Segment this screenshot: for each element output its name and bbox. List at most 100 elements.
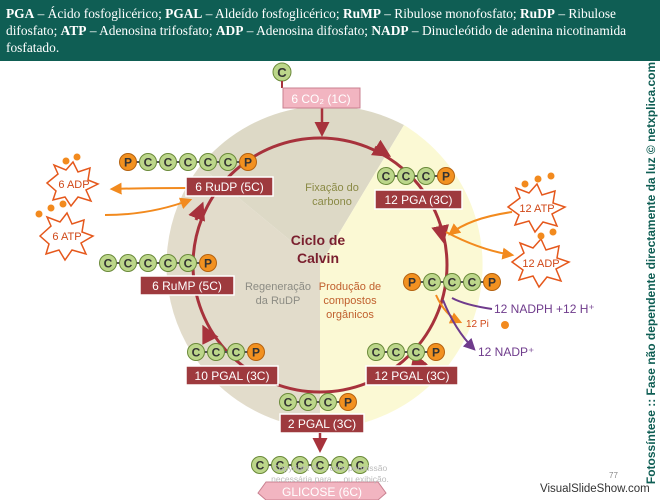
carbon-letter: C [336, 459, 345, 473]
carbon-atom [219, 153, 237, 171]
carbon-letter: C [164, 257, 173, 271]
legend-abbr: NADP [371, 23, 409, 38]
carbon-atom [351, 456, 369, 474]
legend-abbr: RuMP [342, 6, 381, 21]
carbon-atom [319, 393, 337, 411]
carbon-letter: C [402, 170, 411, 184]
legend-desc: – Ribulose monofosfato; [380, 6, 520, 21]
carbon-letter: C [372, 346, 381, 360]
carbon-letter: C [124, 257, 133, 271]
carbon-letter: C [204, 156, 213, 170]
legend-desc: – Ribulose difosfato; [6, 6, 616, 38]
box-rump: 6 RuMP (5C) [139, 275, 235, 296]
nadph-arrow [451, 297, 493, 310]
carbon-atom [199, 153, 217, 171]
box-pga: 12 PGA (3C) [374, 189, 463, 210]
carbon-atom [463, 273, 481, 291]
svg-text:6 ADP: 6 ADP [58, 179, 89, 191]
box-rudp-label: 6 RuDP (5C) [195, 180, 263, 194]
co2-box [282, 87, 361, 109]
svg-text:12 ADP: 12 ADP [522, 258, 559, 270]
adp-out-arrow [109, 182, 191, 195]
carbon-atom [397, 167, 415, 185]
carbon-letter: C [296, 459, 305, 473]
wedge-regeneration [166, 166, 320, 429]
phosphate-atom [403, 273, 421, 291]
box-rudp: 6 RuDP (5C) [185, 176, 274, 197]
carbon-atom [377, 167, 395, 185]
phosphate-atom [483, 273, 501, 291]
cycle-title-line2: Calvin [297, 250, 339, 266]
box-pgal-right: 12 PGAL (3C) [365, 365, 459, 386]
carbon-letter: C [144, 156, 153, 170]
carbon-letter: C [184, 156, 193, 170]
legend-abbr: PGAL [165, 6, 203, 21]
carbon-letter: C [144, 257, 153, 271]
carbon-atom [367, 343, 385, 361]
carbon-atom [187, 343, 205, 361]
box-pgal-bottom: 2 PGAL (3C) [279, 413, 365, 434]
carbon-letter: C [256, 459, 265, 473]
carbon-atom [207, 343, 225, 361]
carbon-atom [271, 456, 289, 474]
carbon-atom [119, 254, 137, 272]
copyright-line-2: necessária para ... ou exibição. [271, 474, 389, 484]
carbon-letter: C [382, 170, 391, 184]
carbon-atom [291, 456, 309, 474]
legend-desc: – Aldeído fosfoglicérico; [202, 6, 343, 21]
copyright-line-1: Copyright © ... com permissão [272, 463, 388, 473]
phosphate-letter: P [408, 276, 416, 290]
phosphate-letter: P [344, 396, 352, 410]
box-pgal-left-label: 10 PGAL (3C) [195, 369, 270, 383]
atp-in-right-arrow [448, 211, 513, 236]
phosphate-atom [119, 153, 137, 171]
phosphate-letter: P [204, 257, 212, 271]
carbon-letter: C [276, 459, 285, 473]
cycle-arrow-fixation [371, 139, 392, 157]
phosphate-letter: P [442, 170, 450, 184]
carbon-letter: C [284, 396, 293, 410]
atp-starburst-right: 12 ATP [506, 172, 567, 234]
carbon-letter: C [316, 459, 325, 473]
side-caption-text: Fotossíntese :: Fase não dependente dire… [644, 61, 658, 484]
glucose-box [257, 481, 387, 500]
carbon-atom [179, 254, 197, 272]
carbon-atom [443, 273, 461, 291]
phosphate-letter: P [244, 156, 252, 170]
cycle-arrow-left [202, 324, 219, 345]
phosphate-atom [247, 343, 265, 361]
carbon-letter: C [428, 276, 437, 290]
phosphate-atom [437, 167, 455, 185]
carbon-letter: C [448, 276, 457, 290]
nadph-label: 12 NADPH +12 H⁺ [494, 302, 595, 316]
carbon-letter: C [212, 346, 221, 360]
carbon-atom [179, 153, 197, 171]
adp-out-right-arrow [445, 231, 515, 260]
pi-label: 12 Pi [466, 319, 489, 330]
cycle-title-line1: Ciclo de [291, 232, 346, 248]
box-rump-label: 6 RuMP (5C) [152, 279, 222, 293]
cycle-arrow-rump [188, 201, 206, 222]
carbon-atom [279, 393, 297, 411]
carbon-letter: C [324, 396, 333, 410]
carbon-atom [139, 153, 157, 171]
carbon-letter: C [184, 257, 193, 271]
phosphate-letter: P [488, 276, 496, 290]
carbon-atom [251, 456, 269, 474]
co2-label: 6 CO₂ (1C) [291, 92, 350, 106]
box-pgal-right-label: 12 PGAL (3C) [375, 369, 450, 383]
svg-text:12 ATP: 12 ATP [519, 203, 554, 215]
phosphate-atom [427, 343, 445, 361]
carbon-atom [407, 343, 425, 361]
carbon-letter: C [224, 156, 233, 170]
adp-starburst-left: 6 ADP [45, 153, 100, 208]
pi-out-arrow [435, 294, 463, 324]
carbon-atom [227, 343, 245, 361]
